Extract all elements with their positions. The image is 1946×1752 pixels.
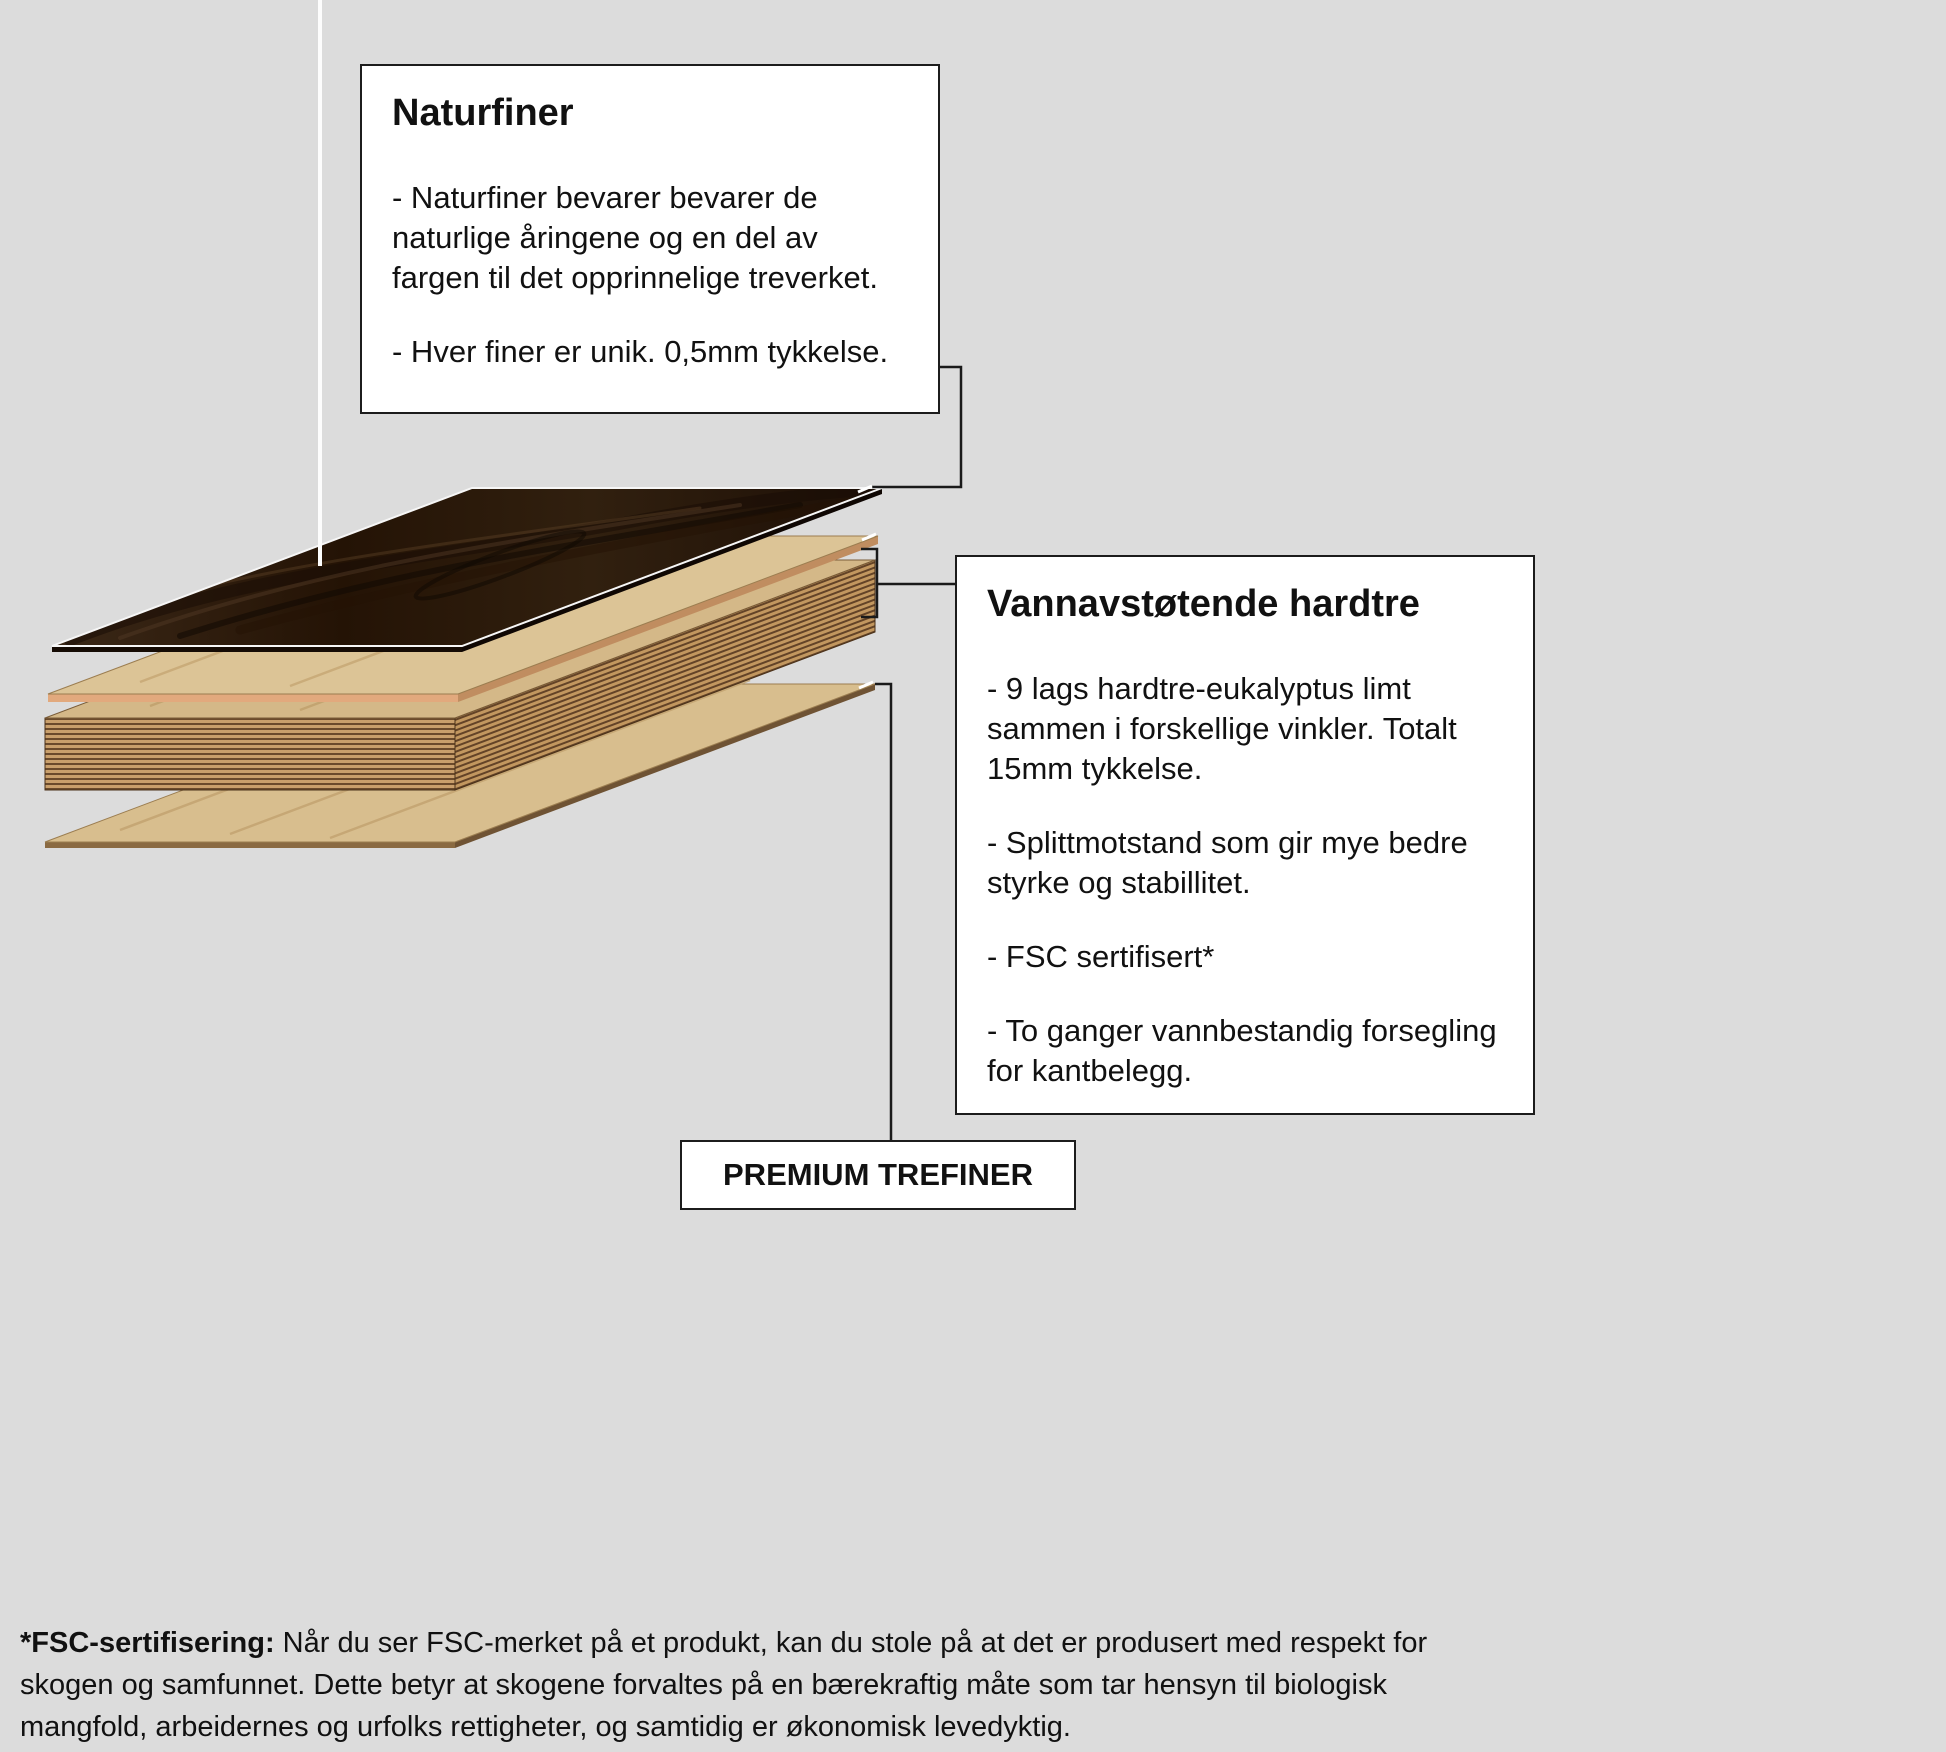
hardtre-point-2: - Splittmotstand som gir mye bedre styrk… [987,825,1468,900]
naturfiner-point-2: - Hver finer er unik. 0,5mm tykkelse. [392,334,889,369]
hardtre-point-1: - 9 lags hardtre-eukalyptus limt sammen … [987,671,1457,786]
layer-tip-marks [857,484,877,690]
fsc-footnote: *FSC-sertifisering: Når du ser FSC-merke… [20,1622,1520,1748]
naturfiner-veneer-layer [51,487,883,652]
hardtre-point-4: - To ganger vannbestandig forsegling for… [987,1013,1497,1088]
naturfiner-connector-line [872,365,963,489]
hardtre-point-3: - FSC sertifisert* [987,939,1215,974]
hardtre-title: Vannavstøtende hardtre [987,583,1420,625]
premium-connector-line [875,682,893,1141]
fsc-footnote-label: *FSC-sertifisering: [20,1627,275,1659]
hardtre-callout: Vannavstøtende hardtre - 9 lags hardtre-… [955,555,1535,1115]
premium-trefiner-label: PREMIUM TREFINER [680,1140,1076,1210]
naturfiner-callout: Naturfiner - Naturfiner bevarer bevarer … [360,64,940,414]
hardtre-stack-bracket [861,547,956,619]
fsc-footnote-text: Når du ser FSC-merket på et produkt, kan… [20,1627,1428,1743]
premium-trefiner-text: PREMIUM TREFINER [723,1157,1033,1192]
naturfiner-point-1: - Naturfiner bevarer bevarer de naturlig… [392,180,878,295]
naturfiner-title: Naturfiner [392,92,574,134]
